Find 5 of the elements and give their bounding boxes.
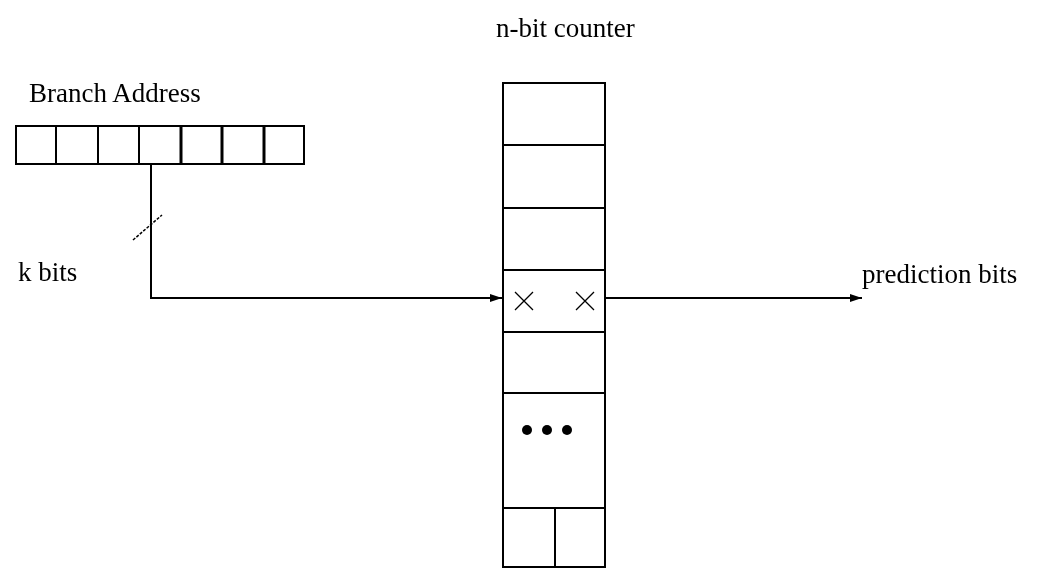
arrow [605, 294, 863, 302]
heading: Branch Address [29, 77, 201, 109]
arrow [150, 164, 503, 302]
heading: n-bit counter [496, 12, 635, 44]
output-label: prediction bits [862, 250, 1037, 348]
